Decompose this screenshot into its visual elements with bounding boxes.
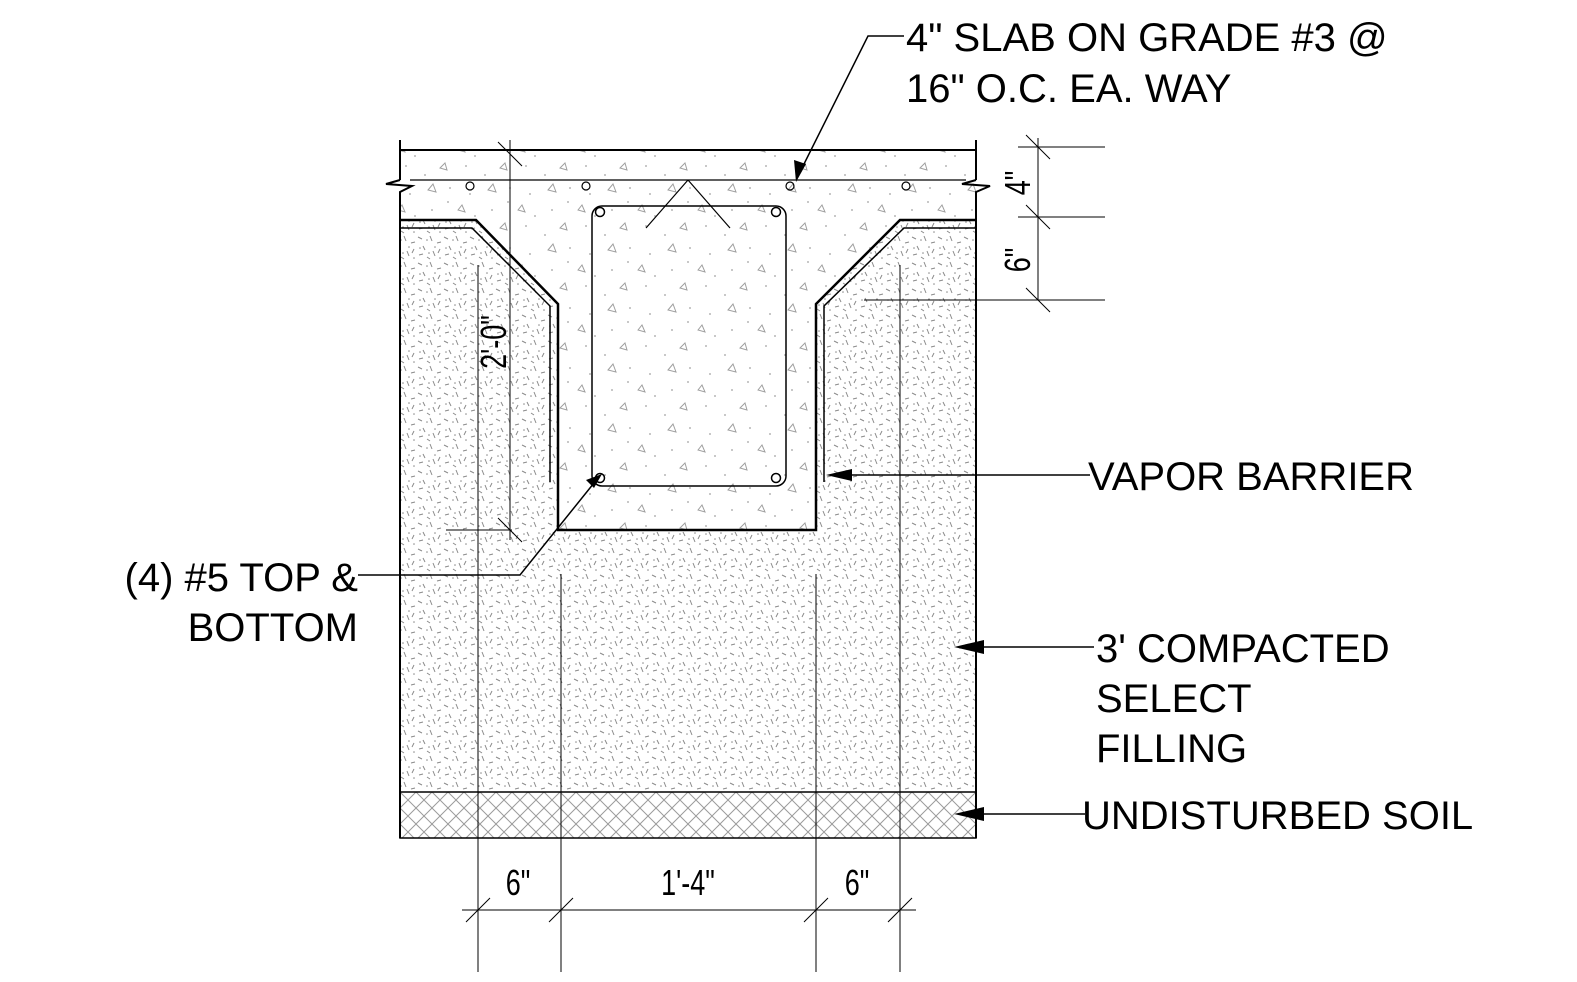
dim-left-width: 6" bbox=[506, 862, 531, 903]
concrete-slab-and-beam bbox=[400, 150, 976, 530]
vapor-barrier-callout: VAPOR BARRIER bbox=[1088, 455, 1414, 499]
fill-callout-line2: SELECT bbox=[1096, 677, 1252, 721]
dim-slab-thickness: 4" bbox=[997, 171, 1038, 196]
slab-callout-line1: 4" SLAB ON GRADE #3 @ bbox=[906, 16, 1388, 60]
dim-right-width: 6" bbox=[845, 862, 870, 903]
undisturbed-soil-band bbox=[399, 791, 977, 839]
fill-callout-line1: 3' COMPACTED bbox=[1096, 627, 1390, 671]
slab-callout-line2: 16" O.C. EA. WAY bbox=[906, 67, 1231, 111]
beam-stirrup bbox=[591, 205, 787, 487]
rebar-callout-line1: (4) #5 TOP & bbox=[125, 556, 359, 600]
compacted-fill-region bbox=[400, 220, 976, 792]
break-line-right bbox=[961, 179, 991, 220]
dimension-lines bbox=[446, 134, 1105, 972]
rebar-leader bbox=[358, 477, 599, 576]
dim-center-width: 1'-4" bbox=[661, 862, 715, 903]
fill-callout-line3: FILLING bbox=[1096, 727, 1247, 771]
slab-outline bbox=[385, 140, 991, 838]
slab-rebar-mesh bbox=[410, 179, 966, 229]
vapor-barrier-line bbox=[400, 218, 976, 532]
break-line-left bbox=[385, 179, 416, 220]
dim-drop-depth: 6" bbox=[997, 248, 1038, 273]
dim-beam-depth: 2'-0" bbox=[473, 315, 514, 369]
rebar-callout-line2: BOTTOM bbox=[188, 606, 358, 650]
leader-lines bbox=[358, 35, 1094, 815]
soil-callout: UNDISTURBED SOIL bbox=[1082, 794, 1473, 838]
slab-leader bbox=[797, 35, 904, 177]
leader-arrowheads bbox=[586, 160, 984, 821]
